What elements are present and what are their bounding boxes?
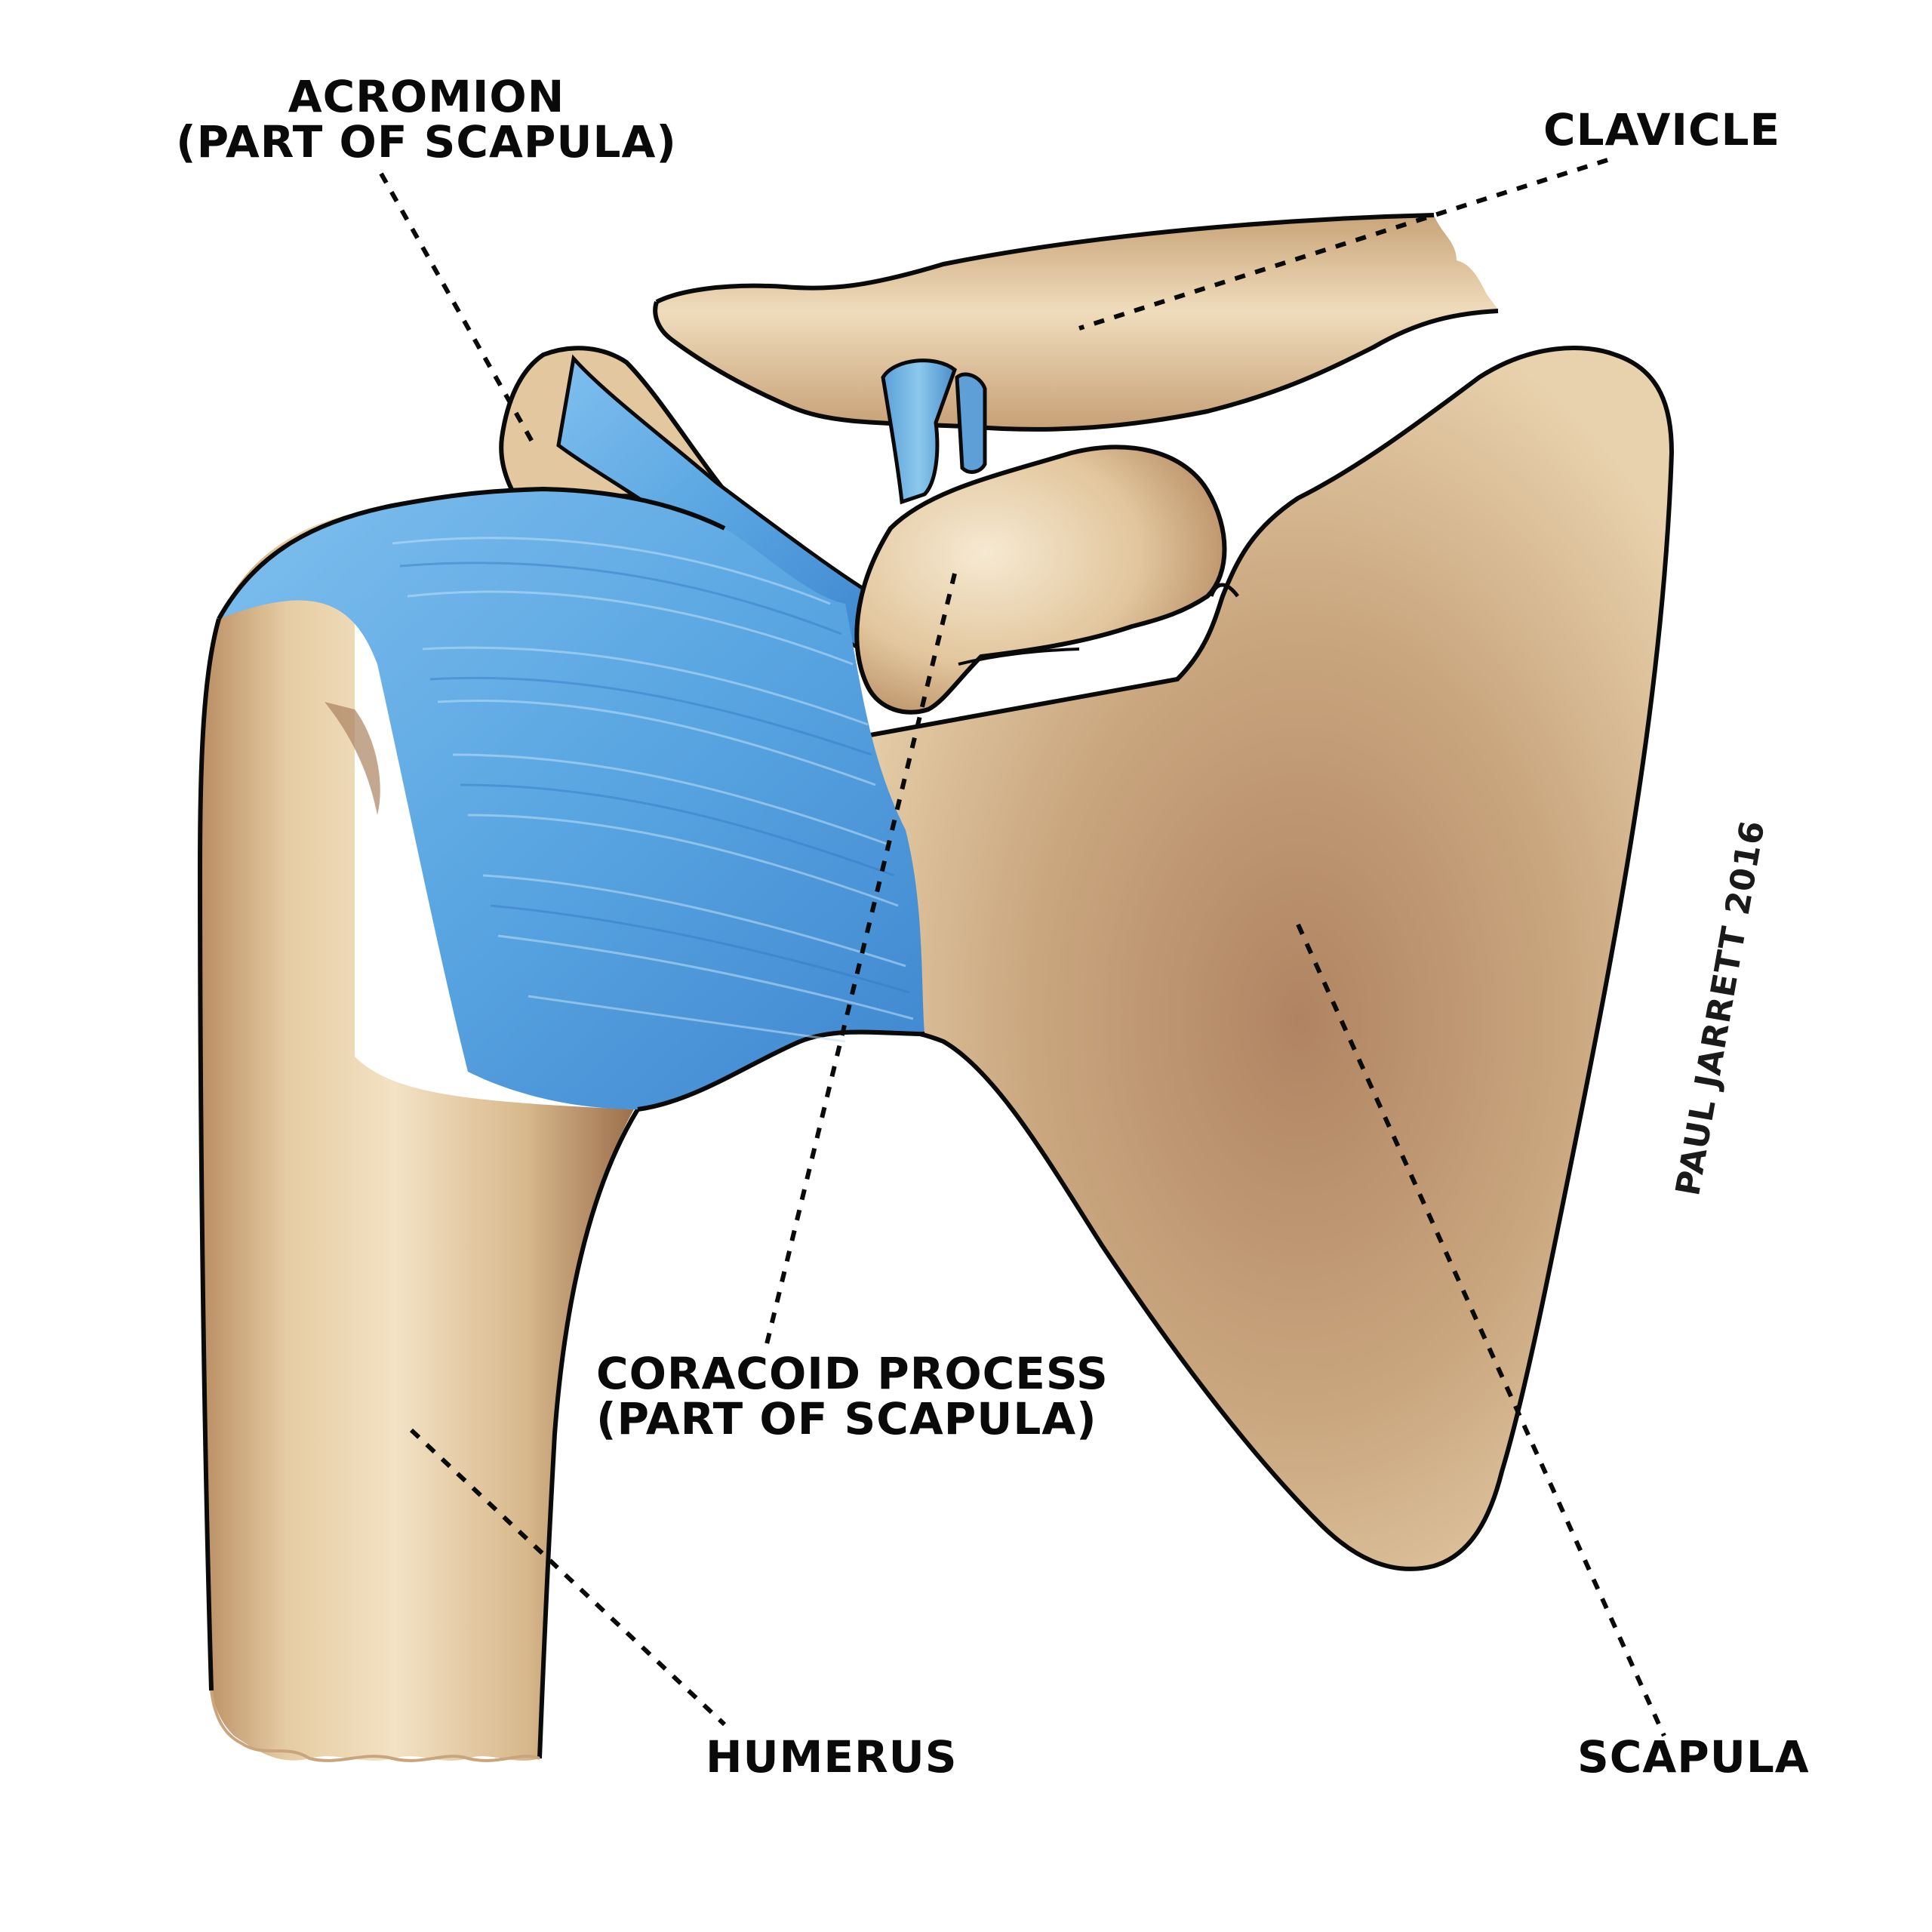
label-coracoid-line2: (PART OF SCAPULA) [596,1393,1097,1444]
leader-line-clavicle [1078,158,1608,331]
leader-line-acromion [379,172,534,443]
coracoid-crease [958,648,1080,666]
scapula-bone [843,346,1675,1571]
label-coracoid-line1: CORACOID PROCESS [596,1348,1109,1399]
capsule-fibers [392,537,914,1043]
leader-line-humerus [409,1428,727,1727]
humerus-outline-left [197,618,221,1691]
humerus-bone [200,513,634,1761]
label-scapula-line1: SCAPULA [1577,1731,1810,1783]
humerus-outline-right [537,1108,640,1759]
coracoclavicular-ligament-conoid [955,372,987,474]
clavicle-bone [655,215,1499,429]
label-acromion-line1: ACROMION [288,71,565,122]
label-acromion: ACROMION (PART OF SCAPULA) [158,74,694,165]
label-coracoid-process: CORACOID PROCESS (PART OF SCAPULA) [596,1351,1109,1441]
label-acromion-line2: (PART OF SCAPULA) [176,116,677,168]
greater-tubercle-shading [325,702,380,815]
clavicle-outline-bottom [653,301,1499,432]
joint-capsule-outline-top [217,486,726,620]
leader-line-coracoid [764,573,957,1348]
joint-capsule-outline-bottom [637,1029,925,1112]
label-scapula: SCAPULA [1577,1734,1810,1780]
label-clavicle-line1: CLAVICLE [1543,104,1781,155]
capsule-fibers-dark [399,561,910,994]
label-clavicle: CLAVICLE [1543,107,1780,152]
label-humerus-line1: HUMERUS [706,1731,958,1783]
coracoclavicular-ligament-trapezoid [881,358,957,505]
label-humerus: HUMERUS [706,1734,958,1780]
joint-capsule [219,489,924,1109]
leader-line-scapula [1296,923,1666,1737]
coracoid-process [854,445,1227,715]
leader-lines [379,158,1666,1737]
clavicle-outline-top [655,213,1435,304]
humerus-cut-end [210,1690,540,1762]
